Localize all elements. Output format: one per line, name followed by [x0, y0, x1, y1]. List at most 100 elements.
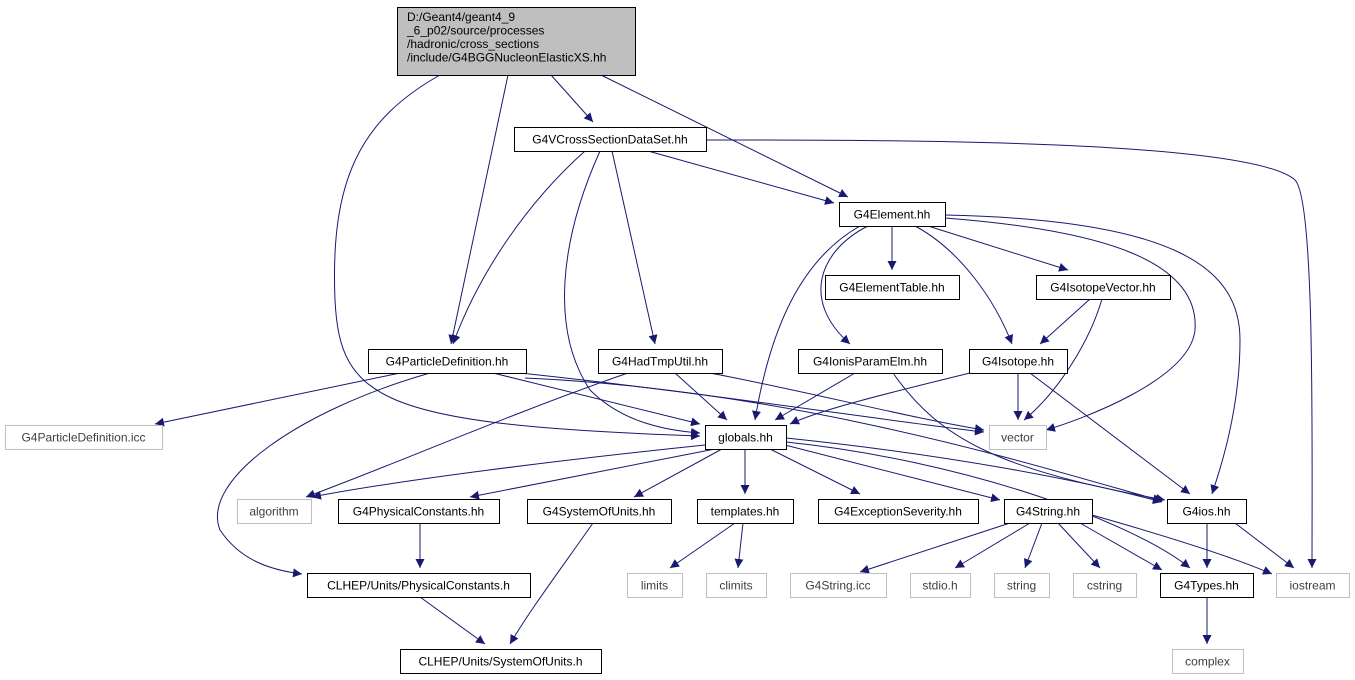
- node-ionisparam[interactable]: G4IonisParamElm.hh: [798, 349, 943, 374]
- node-label: templates.hh: [711, 505, 780, 519]
- node-box: [994, 573, 1050, 598]
- edge-sysofunits-to-clhepsys: [509, 522, 594, 645]
- node-complex[interactable]: complex: [1172, 649, 1244, 674]
- node-box: [1276, 573, 1350, 598]
- edge-particledef-to-clhepphys: [217, 372, 431, 578]
- node-box: [397, 7, 636, 76]
- edge-g4string-to-string: [1023, 522, 1043, 569]
- node-box: [1172, 649, 1244, 674]
- edge-particledef-to-particledeficc: [154, 372, 401, 427]
- node-elementtable[interactable]: G4ElementTable.hh: [825, 275, 960, 300]
- node-label: G4String.icc: [805, 579, 870, 593]
- edge-vcs-to-iostream: [705, 139, 1317, 569]
- node-climits[interactable]: climits: [706, 573, 767, 598]
- edge-particledef-to-globals: [492, 372, 701, 427]
- node-physconst[interactable]: G4PhysicalConstants.hh: [338, 499, 500, 524]
- node-box: [527, 499, 672, 524]
- edge-g4string-to-iostream: [1091, 514, 1273, 575]
- node-box: [989, 425, 1047, 450]
- node-label: G4ElementTable.hh: [839, 281, 944, 295]
- node-label: CLHEP/Units/SystemOfUnits.h: [418, 655, 582, 669]
- edge-hadtmputil-to-algorithm: [305, 372, 629, 499]
- edge-element-to-ionisparam: [820, 225, 869, 345]
- edge-vcs-to-element: [647, 150, 835, 205]
- node-label: G4Element.hh: [854, 208, 931, 222]
- node-clhepsys[interactable]: CLHEP/Units/SystemOfUnits.h: [400, 649, 602, 674]
- edge-clhepphys-to-clhepsys: [419, 596, 486, 645]
- edge-hadtmputil-to-vector: [709, 372, 985, 434]
- node-box: [818, 499, 979, 524]
- node-label: iostream: [1289, 579, 1335, 593]
- node-excseverity[interactable]: G4ExceptionSeverity.hh: [818, 499, 979, 524]
- node-particledef[interactable]: G4ParticleDefinition.hh: [368, 349, 527, 374]
- edge-vcs-to-hadtmputil: [611, 150, 658, 345]
- edge-g4string-to-g4stringicc: [859, 522, 1011, 574]
- node-cstring[interactable]: cstring: [1073, 573, 1137, 598]
- node-vector[interactable]: vector: [989, 425, 1047, 450]
- node-stdio[interactable]: stdio.h: [910, 573, 971, 598]
- node-label: G4Isotope.hh: [982, 355, 1054, 369]
- node-g4types[interactable]: G4Types.hh: [1160, 573, 1254, 598]
- node-g4string[interactable]: G4String.hh: [1004, 499, 1093, 524]
- node-label: G4ExceptionSeverity.hh: [834, 505, 962, 519]
- node-box: [307, 573, 531, 598]
- edge-g4string-to-cstring: [1057, 522, 1101, 569]
- node-label: G4IonisParamElm.hh: [813, 355, 927, 369]
- edge-element-to-isotope: [914, 225, 1013, 345]
- node-box: [910, 573, 971, 598]
- node-string[interactable]: string: [994, 573, 1050, 598]
- node-sysofunits[interactable]: G4SystemOfUnits.hh: [527, 499, 672, 524]
- node-label: G4VCrossSectionDataSet.hh: [532, 133, 687, 147]
- node-box: [237, 499, 312, 524]
- edge-templates-to-climits: [734, 522, 744, 569]
- edge-isotope-to-g4ios: [1029, 372, 1191, 495]
- node-algorithm[interactable]: algorithm: [237, 499, 312, 524]
- node-label: G4ios.hh: [1182, 505, 1230, 519]
- node-box: [1073, 573, 1137, 598]
- edge-element-to-vector: [944, 217, 1196, 432]
- node-label: climits: [719, 579, 752, 593]
- node-label: algorithm: [249, 505, 298, 519]
- edge-g4ios-to-iostream: [1234, 522, 1295, 569]
- node-isotope[interactable]: G4Isotope.hh: [969, 349, 1068, 374]
- edges-layer: [154, 74, 1317, 645]
- node-label: complex: [1185, 655, 1230, 669]
- edge-globals-to-g4types: [785, 441, 1191, 569]
- edge-globals-to-excseverity: [769, 448, 861, 495]
- node-label: G4ParticleDefinition.hh: [386, 355, 509, 369]
- node-g4stringicc[interactable]: G4String.icc: [790, 573, 887, 598]
- node-label: G4ParticleDefinition.icc: [21, 431, 145, 445]
- node-clhepphys[interactable]: CLHEP/Units/PhysicalConstants.h: [307, 573, 531, 598]
- node-box: [1167, 499, 1247, 524]
- node-label: G4IsotopeVector.hh: [1050, 281, 1155, 295]
- node-box: [514, 127, 707, 152]
- node-particledeficc[interactable]: G4ParticleDefinition.icc: [5, 425, 163, 450]
- node-root[interactable]: D:/Geant4/geant4_9_6_p02/source/processe…: [397, 7, 636, 76]
- node-box: [338, 499, 500, 524]
- edge-g4string-to-g4types: [1079, 522, 1163, 571]
- node-g4ios[interactable]: G4ios.hh: [1167, 499, 1247, 524]
- edge-isotopevector-to-isotope: [1039, 298, 1091, 345]
- node-templates[interactable]: templates.hh: [697, 499, 794, 524]
- node-label: cstring: [1087, 579, 1122, 593]
- node-box: [706, 573, 767, 598]
- node-box: [705, 425, 787, 450]
- node-iostream[interactable]: iostream: [1276, 573, 1350, 598]
- node-label: G4Types.hh: [1174, 579, 1239, 593]
- node-limits[interactable]: limits: [627, 573, 683, 598]
- edge-particledef-to-g4ios: [524, 377, 1163, 503]
- node-label: stdio.h: [922, 579, 957, 593]
- edge-root-to-globals: [333, 74, 701, 441]
- node-label: G4HadTmpUtil.hh: [612, 355, 708, 369]
- node-element[interactable]: G4Element.hh: [839, 202, 946, 227]
- edge-vcs-to-globals: [564, 150, 701, 437]
- node-globals[interactable]: globals.hh: [705, 425, 787, 450]
- edge-globals-to-sysofunits: [633, 448, 723, 498]
- node-vcs[interactable]: G4VCrossSectionDataSet.hh: [514, 127, 707, 152]
- node-label: vector: [1001, 431, 1034, 445]
- node-box: [368, 349, 527, 374]
- edge-globals-to-g4string: [784, 444, 1001, 503]
- node-hadtmputil[interactable]: G4HadTmpUtil.hh: [598, 349, 723, 374]
- node-isotopevector[interactable]: G4IsotopeVector.hh: [1036, 275, 1171, 300]
